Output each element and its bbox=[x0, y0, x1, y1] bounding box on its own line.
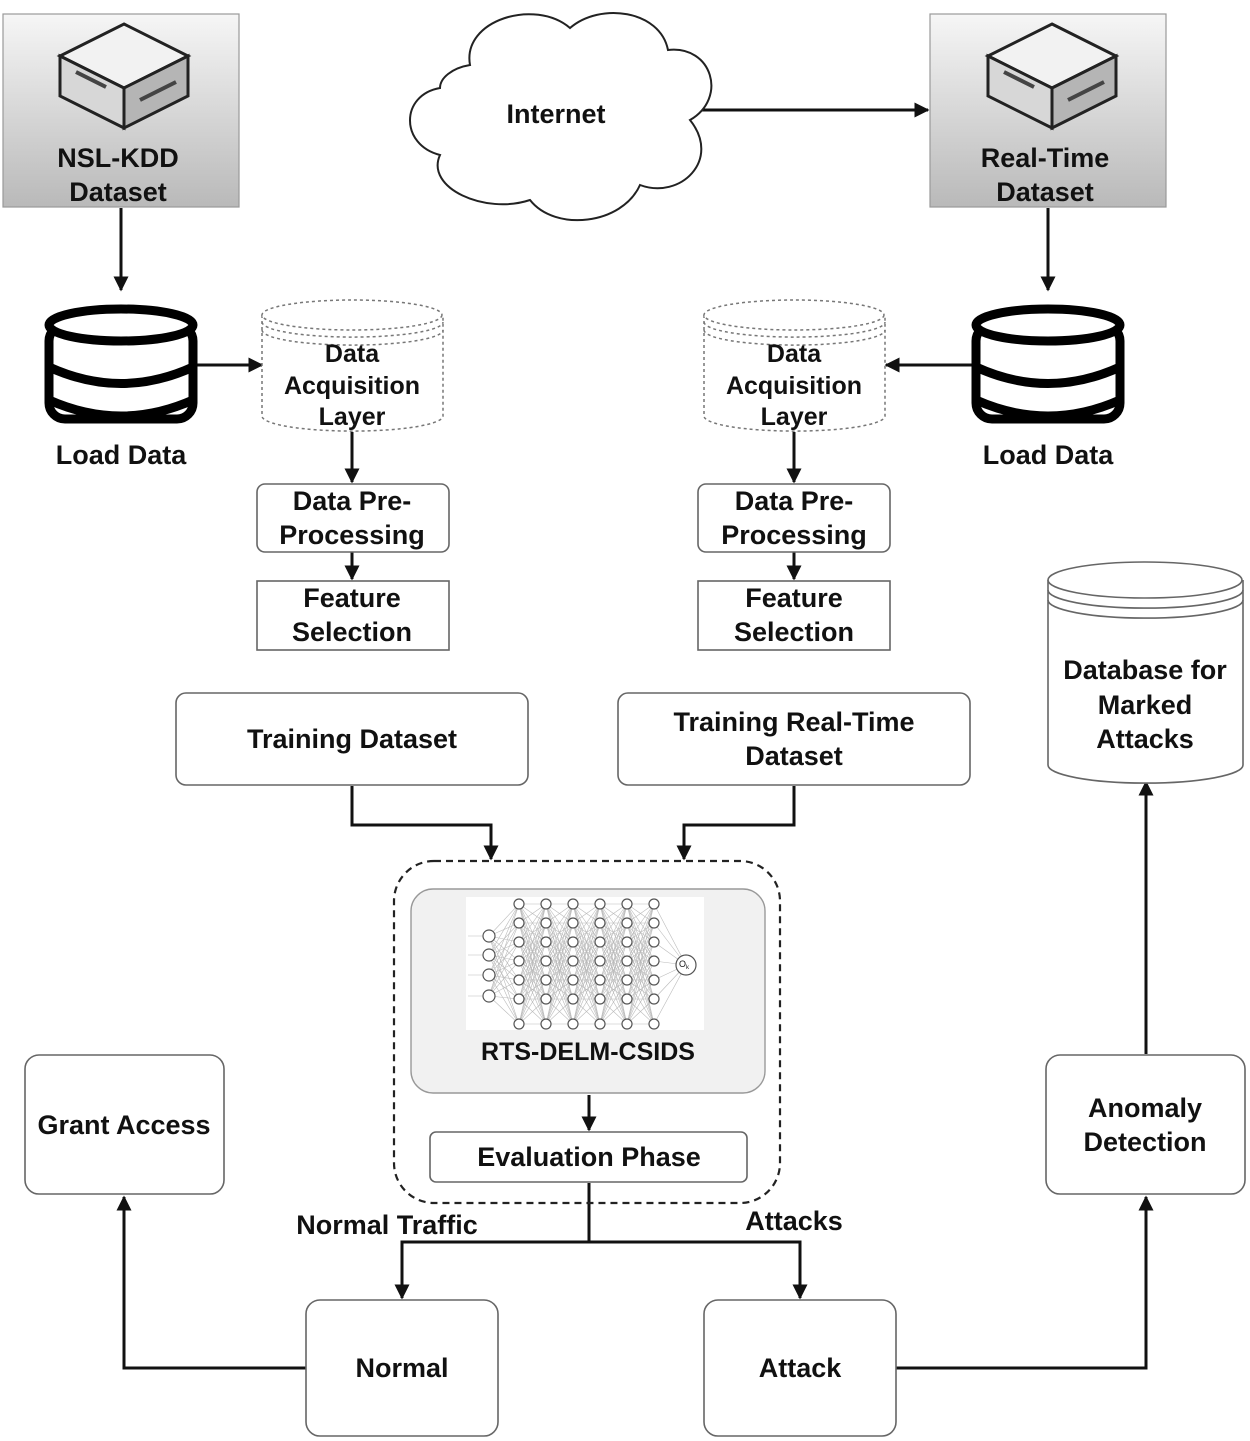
anomaly-detection-node: Anomaly Detection bbox=[1045, 1054, 1246, 1195]
evaluation-label: Evaluation Phase bbox=[477, 1142, 701, 1172]
acq-right-line1: Data bbox=[767, 340, 822, 368]
load-data-right-node: Load Data bbox=[976, 309, 1120, 470]
model-container bbox=[392, 859, 782, 1205]
normal-label: Normal bbox=[355, 1353, 448, 1383]
preprocessing-right-node: Data Pre- Processing bbox=[697, 483, 891, 553]
prep-left-line1: Data Pre- bbox=[293, 486, 412, 516]
anomaly-line2: Detection bbox=[1083, 1127, 1206, 1157]
feat-left-line1: Feature bbox=[303, 583, 401, 613]
realtime-label-line2: Dataset bbox=[996, 177, 1094, 207]
grant-access-node: Grant Access bbox=[24, 1054, 225, 1195]
acq-left-line2: Acquisition bbox=[284, 372, 420, 400]
feat-left-line2: Selection bbox=[292, 617, 412, 647]
nslkdd-dataset-node: NSL-KDD Dataset bbox=[2, 13, 240, 208]
internet-label: Internet bbox=[506, 99, 605, 129]
training-rt-line2: Dataset bbox=[745, 741, 843, 771]
prep-left-line2: Processing bbox=[279, 520, 425, 550]
attack-node: Attack bbox=[703, 1299, 897, 1437]
database-marked-attacks-node: Database for Marked Attacks bbox=[1047, 561, 1244, 784]
model-node: Ok RTS-DELM-CSIDS bbox=[410, 888, 766, 1094]
prep-right-line1: Data Pre- bbox=[735, 486, 854, 516]
training-rt-line1: Training Real-Time bbox=[673, 707, 914, 737]
acquisition-layer-right-node: Data Acquisition Layer bbox=[703, 299, 886, 432]
acquisition-layer-left-node: Data Acquisition Layer bbox=[261, 299, 444, 432]
feat-right-line2: Selection bbox=[734, 617, 854, 647]
feature-selection-left-node: Feature Selection bbox=[256, 580, 450, 651]
edge-attack-to-anomaly bbox=[896, 1195, 1154, 1370]
edge-training-rt-to-model bbox=[676, 786, 796, 861]
attacks-label: Attacks bbox=[745, 1206, 843, 1236]
preprocessing-left-node: Data Pre- Processing bbox=[256, 483, 450, 553]
training-label: Training Dataset bbox=[247, 724, 457, 754]
feature-selection-right-node: Feature Selection bbox=[697, 580, 891, 651]
evaluation-phase-node: Evaluation Phase bbox=[429, 1131, 748, 1183]
neural-network-icon bbox=[468, 898, 697, 1030]
edge-to-attack bbox=[589, 1240, 808, 1300]
feat-right-line1: Feature bbox=[745, 583, 843, 613]
attack-label: Attack bbox=[759, 1353, 843, 1383]
training-realtime-dataset-node: Training Real-Time Dataset bbox=[617, 692, 971, 786]
db-attacks-line3: Attacks bbox=[1096, 724, 1194, 754]
edge-normal-to-grant bbox=[116, 1195, 306, 1370]
acq-right-line3: Layer bbox=[761, 403, 828, 431]
normal-node: Normal bbox=[305, 1299, 499, 1437]
db-attacks-line1: Database for bbox=[1063, 655, 1227, 685]
anomaly-line1: Anomaly bbox=[1088, 1093, 1202, 1123]
acq-left-line1: Data bbox=[325, 340, 380, 368]
model-label: RTS-DELM-CSIDS bbox=[481, 1038, 695, 1066]
database-icon bbox=[49, 309, 193, 419]
load-data-left-node: Load Data bbox=[49, 309, 193, 470]
load-data-right-label: Load Data bbox=[983, 440, 1115, 470]
edge-to-normal bbox=[394, 1240, 589, 1300]
acq-left-line3: Layer bbox=[319, 403, 386, 431]
database-icon bbox=[976, 309, 1120, 419]
realtime-label-line1: Real-Time bbox=[981, 143, 1110, 173]
prep-right-line2: Processing bbox=[721, 520, 867, 550]
db-attacks-line2: Marked bbox=[1098, 690, 1193, 720]
normal-traffic-label: Normal Traffic bbox=[296, 1210, 478, 1240]
nslkdd-label-line1: NSL-KDD bbox=[57, 143, 179, 173]
training-dataset-node: Training Dataset bbox=[175, 692, 529, 786]
grant-access-label: Grant Access bbox=[37, 1110, 210, 1140]
nslkdd-label-line2: Dataset bbox=[69, 177, 167, 207]
edges bbox=[113, 102, 1154, 1370]
output-node-label: Ok bbox=[679, 959, 690, 971]
cloud-icon bbox=[409, 12, 713, 221]
internet-node: Internet bbox=[409, 12, 713, 221]
edge-training-to-model bbox=[350, 786, 499, 861]
load-data-left-label: Load Data bbox=[56, 440, 188, 470]
realtime-dataset-node: Real-Time Dataset bbox=[929, 13, 1167, 208]
acq-right-line2: Acquisition bbox=[726, 372, 862, 400]
